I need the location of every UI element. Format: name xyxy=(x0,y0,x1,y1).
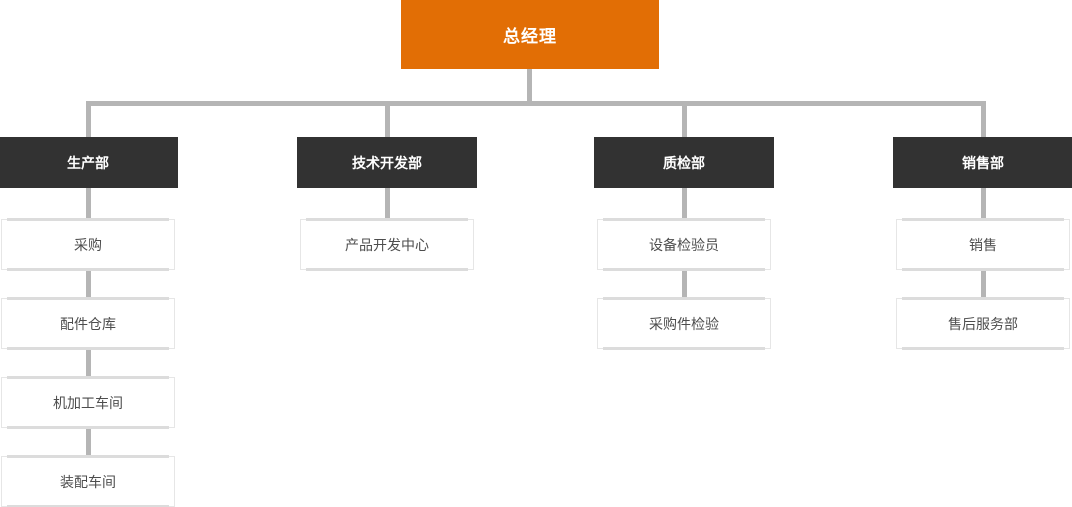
child-node-machining-workshop: 机加工车间 xyxy=(1,376,175,429)
connector-dept-stub-quality-inspection xyxy=(682,101,687,137)
connector-child-stub xyxy=(981,270,986,298)
connector-child-stub xyxy=(86,270,91,298)
child-node-assembly-workshop: 装配车间 xyxy=(1,455,175,507)
child-node-after-sales-service: 售后服务部 xyxy=(896,297,1070,350)
dept-node-tech-development: 技术开发部 xyxy=(297,137,477,188)
connector-child-stub xyxy=(981,188,986,219)
child-node-equipment-inspector: 设备检验员 xyxy=(597,218,771,271)
dept-node-sales: 销售部 xyxy=(893,137,1072,188)
connector-horizontal-rail xyxy=(86,101,986,106)
connector-dept-stub-production xyxy=(86,101,91,137)
child-node-product-dev-center: 产品开发中心 xyxy=(300,218,474,271)
dept-node-production: 生产部 xyxy=(0,137,178,188)
child-node-parts-warehouse: 配件仓库 xyxy=(1,297,175,350)
org-node-root: 总经理 xyxy=(401,0,659,69)
connector-dept-stub-sales xyxy=(981,101,986,137)
child-node-procurement: 采购 xyxy=(1,218,175,271)
child-node-purchased-parts-inspection: 采购件检验 xyxy=(597,297,771,350)
connector-child-stub xyxy=(86,428,91,456)
connector-child-stub xyxy=(682,270,687,298)
connector-child-stub xyxy=(86,188,91,219)
connector-dept-stub-tech-development xyxy=(385,101,390,137)
connector-child-stub xyxy=(86,349,91,377)
connector-child-stub xyxy=(682,188,687,219)
child-node-sales: 销售 xyxy=(896,218,1070,271)
connector-root-stub xyxy=(527,69,532,106)
dept-node-quality-inspection: 质检部 xyxy=(594,137,774,188)
connector-child-stub xyxy=(385,188,390,219)
